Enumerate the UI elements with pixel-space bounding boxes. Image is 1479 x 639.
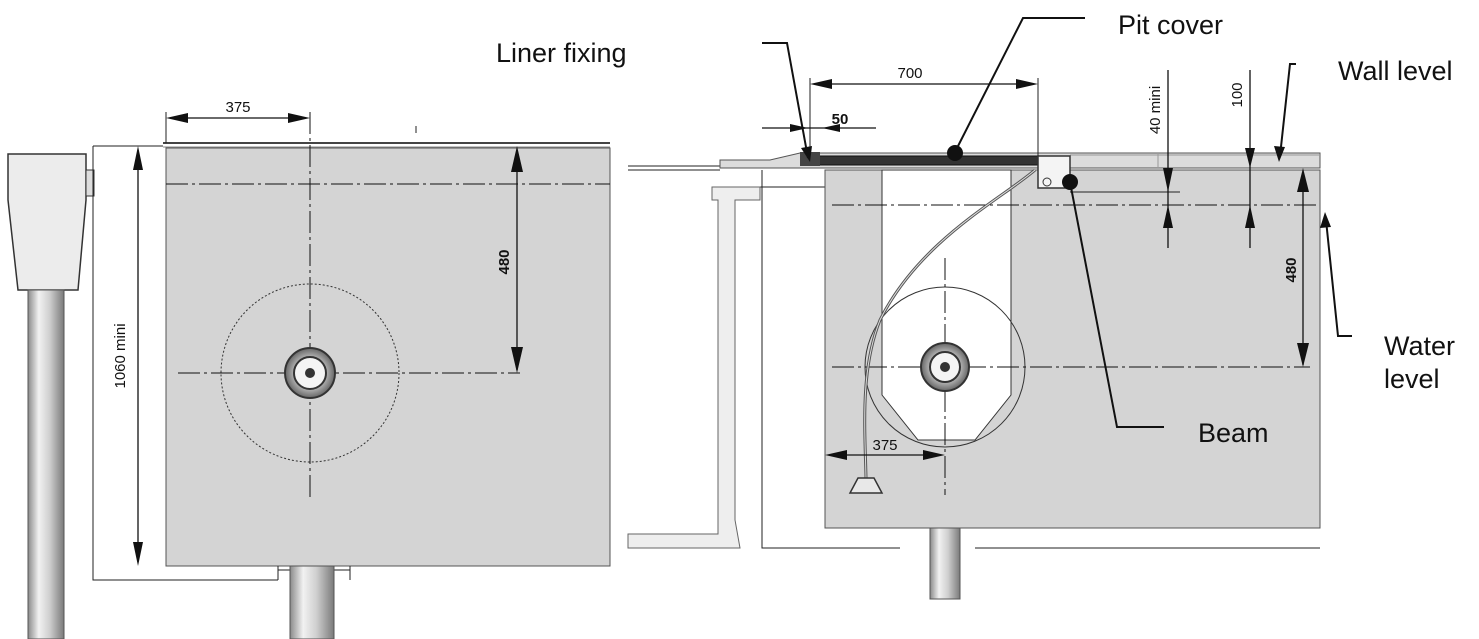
leader-wall-level: [1279, 63, 1296, 157]
leader-beam: [1069, 181, 1164, 428]
leader-pit-cover-dot: [947, 145, 963, 161]
dim-100-arrow-t: [1245, 148, 1255, 168]
left-view: 375 1060 mini 480: [7, 99, 611, 639]
left-post-pipe: [27, 289, 65, 639]
leader-liner-fixing-arrow: [801, 146, 812, 162]
dim-375r-label: 375: [872, 437, 897, 454]
right-hub-center: [940, 362, 950, 372]
left-panel: [165, 147, 611, 567]
dim-50-arrow-r: [822, 124, 840, 132]
beam-roller: [1042, 177, 1052, 187]
leader-beam-dot: [1062, 174, 1078, 190]
left-dim-480-arrow-b: [511, 347, 523, 373]
dim-100-arrow-b: [1245, 205, 1255, 228]
callouts: Liner fixing Pit cover Wall level Water …: [496, 10, 1455, 448]
dim-700-label: 700: [897, 65, 922, 82]
dim-40-arrow-b: [1163, 205, 1173, 228]
left-frame-outline: [92, 145, 278, 581]
dim-480r-arrow-b: [1297, 343, 1309, 367]
dim-100-label: 100: [1229, 82, 1246, 107]
dim-50-label: 50: [832, 111, 849, 128]
dim-480r-arrow-t: [1297, 168, 1309, 192]
left-dim-375-arrow-r: [288, 113, 310, 123]
left-dim-1060-label: 1060 mini: [112, 323, 129, 388]
motor-bracket: [85, 169, 95, 197]
label-water-level-1: Water: [1384, 331, 1455, 361]
left-dim-480-arrow-t: [511, 146, 523, 172]
cable-weight: [848, 477, 884, 494]
label-water-level-2: level: [1384, 364, 1440, 394]
right-l-pipe: [627, 186, 761, 549]
left-dim-375-label: 375: [225, 99, 250, 116]
leader-liner-fixing: [762, 42, 809, 159]
left-dim-375-arrow-l: [166, 113, 188, 123]
right-bottom-pipe: [929, 527, 961, 600]
label-wall-level: Wall level: [1338, 56, 1453, 86]
left-dim-480-label: 480: [496, 249, 513, 274]
dim-375r-arrow-r: [923, 450, 945, 460]
leader-water-level-arrow: [1320, 212, 1331, 228]
dim-480r-label: 480: [1283, 257, 1300, 282]
leader-wall-level-arrow: [1274, 146, 1285, 162]
leader-pit-cover: [954, 17, 1085, 153]
dim-50-arrow-l: [790, 124, 808, 132]
right-frame: [761, 170, 1320, 549]
dim-40-label: 40 mini: [1147, 86, 1164, 134]
right-view: 700 50 40 mini 100 480 375: [627, 65, 1321, 600]
label-liner-fixing: Liner fixing: [496, 38, 627, 68]
label-beam: Beam: [1198, 418, 1269, 448]
dim-40-arrow-t: [1163, 168, 1173, 192]
label-pit-cover: Pit cover: [1118, 10, 1223, 40]
left-dim-1060-arrow-t: [133, 146, 143, 170]
motor-housing-shape: [7, 153, 87, 291]
left-reel-circle: [220, 283, 400, 463]
dim-700-arrow-l: [810, 79, 832, 89]
dim-700-arrow-r: [1016, 79, 1038, 89]
pit-cover: [809, 155, 1039, 166]
dim-375r-arrow-l: [825, 450, 847, 460]
pit-niche: [881, 169, 1012, 441]
left-bottom-pipe: [289, 565, 335, 639]
left-dim-1060-arrow-b: [133, 542, 143, 566]
left-hub-center: [305, 368, 315, 378]
leader-water-level: [1325, 219, 1352, 337]
cable-highlight: [864, 169, 1036, 479]
